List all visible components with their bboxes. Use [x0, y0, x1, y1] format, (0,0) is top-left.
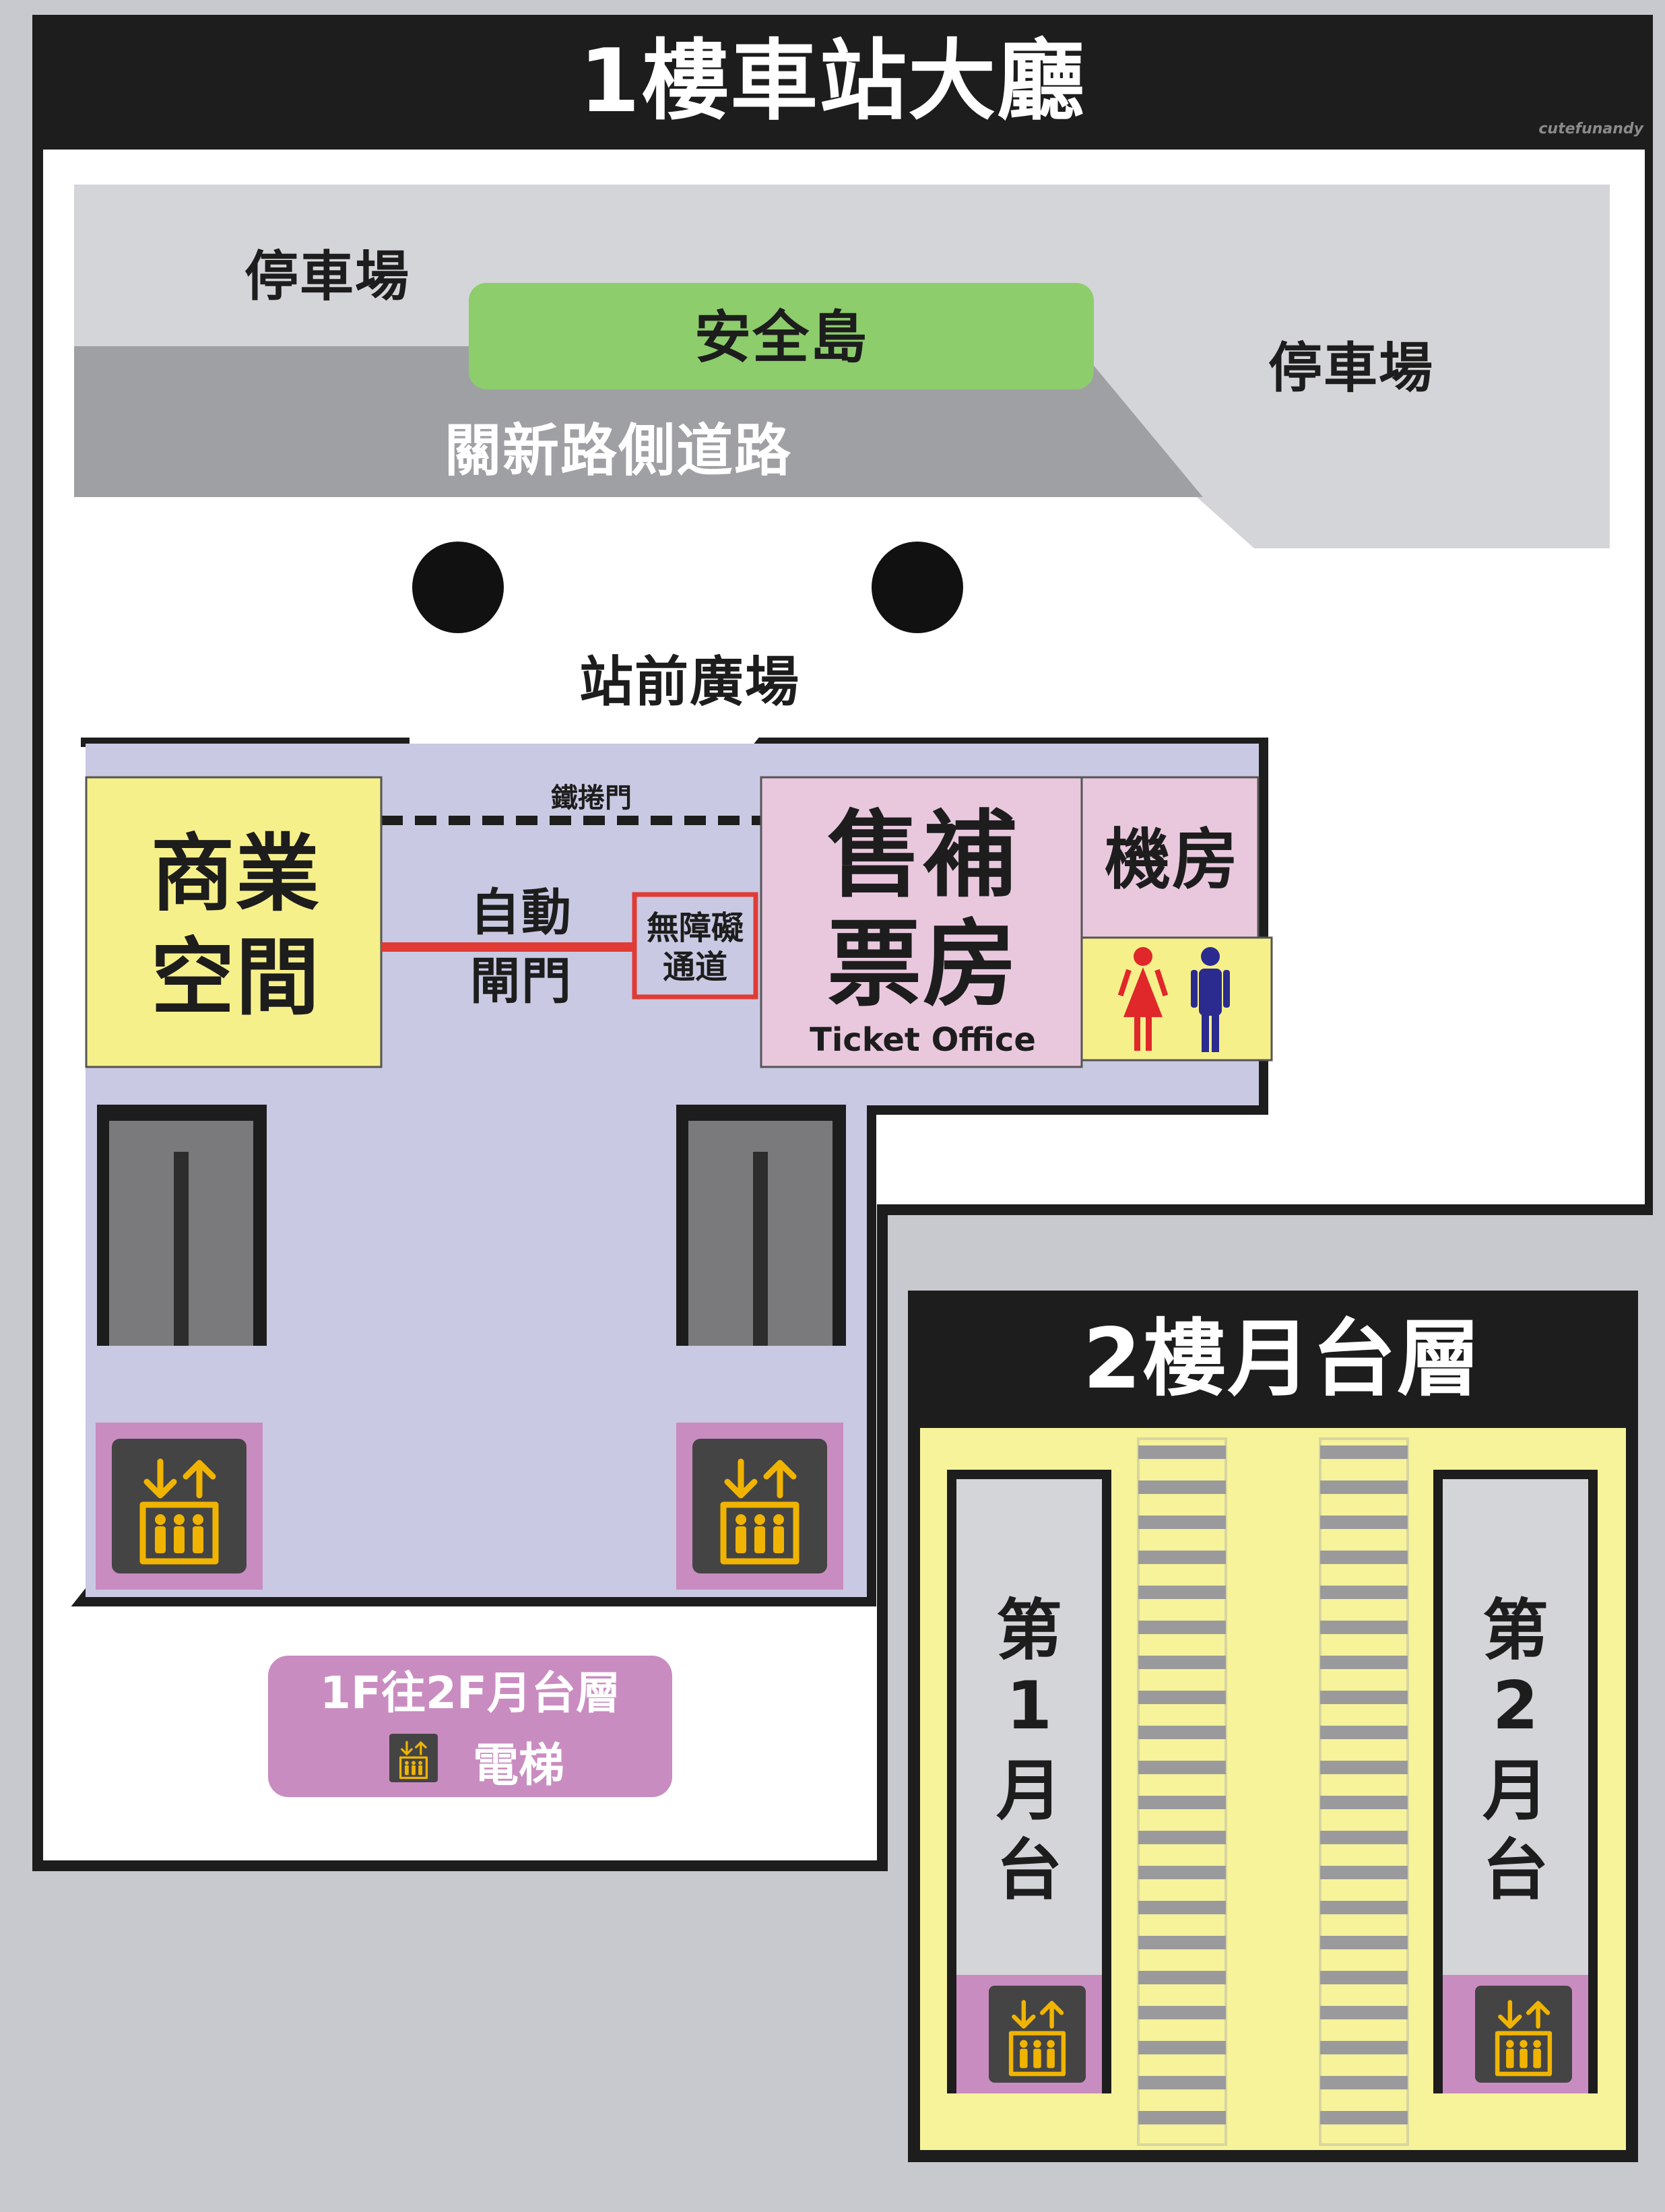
floor2-title: 2樓月台層 — [1083, 1311, 1482, 1408]
parking-left-label: 停車場 — [244, 245, 410, 308]
plaza-label: 站前廣場 — [579, 651, 800, 713]
ticket-office-en-label: Ticket Office — [810, 1021, 1036, 1059]
railway-tie — [1138, 1691, 1226, 1704]
platform1-label-4: 台 — [996, 1832, 1062, 1909]
elevator-note-line2: 電梯 — [473, 1739, 564, 1792]
platform-1: 第 1 月 台 — [947, 1470, 1111, 2093]
commercial-label-line1: 商業 — [151, 826, 321, 923]
side-road-label: 關新路側道路 — [445, 418, 792, 484]
elevator-icon — [989, 1986, 1086, 2083]
watermark: cutefunandy — [1538, 121, 1644, 137]
railway-tie — [1138, 2006, 1226, 2019]
track-1 — [1137, 1437, 1227, 2146]
platform1-label-3: 月 — [996, 1753, 1062, 1829]
plaza: 站前廣場 — [412, 542, 963, 713]
platform2-label-2: 2 — [1493, 1668, 1538, 1745]
railway-tie — [1138, 1761, 1226, 1774]
auto-gate-label-line2: 閘門 — [470, 952, 573, 1010]
platform1-label-2: 1 — [1006, 1668, 1052, 1745]
railway-tie — [1138, 1551, 1226, 1564]
pillar-icon — [412, 542, 504, 633]
elevator-note-line1: 1F往2F月台層 — [320, 1667, 620, 1719]
railway-tie — [1138, 1866, 1226, 1879]
railway-tie — [1320, 1901, 1408, 1914]
railway-tie — [1138, 1481, 1226, 1494]
male-restroom-icon — [1191, 947, 1230, 1052]
platform-2: 第 2 月 台 — [1433, 1470, 1598, 2093]
railway-tie — [1138, 1936, 1226, 1949]
elevator-icon — [388, 1732, 439, 1784]
parking-lot-right — [1078, 344, 1610, 548]
platform2-label-1: 第 — [1482, 1592, 1548, 1669]
railway-tie — [1320, 1936, 1408, 1949]
railway-tie — [1320, 2041, 1408, 2054]
elevator-left — [96, 1423, 263, 1590]
pillar-icon — [872, 542, 963, 633]
parking-road-area: 停車場 安全島 停車場 關新路側道路 — [74, 185, 1610, 548]
railway-tie — [1320, 1971, 1408, 1984]
railway-tie — [1138, 1901, 1226, 1914]
railway-tie — [1138, 1656, 1226, 1669]
track-2 — [1319, 1437, 1409, 2146]
parking-right-label: 停車場 — [1268, 337, 1434, 399]
railway-tie — [1320, 1586, 1408, 1599]
stairway-right — [676, 1105, 846, 1346]
station-hall: 鐵捲門 商業 空間 自動 閘門 無障礙 通道 售補 票房 Ticket Offi… — [71, 738, 1273, 1606]
railway-tie — [1138, 2111, 1226, 2124]
rolling-door-label: 鐵捲門 — [551, 783, 632, 814]
stairway-left — [97, 1105, 267, 1346]
railway-tie — [1138, 1726, 1226, 1739]
accessible-label-line2: 通道 — [663, 948, 727, 986]
railway-tie — [1320, 1796, 1408, 1809]
railway-tie — [1138, 2076, 1226, 2089]
floor2-section: 2樓月台層 第 1 月 台 第 2 月 台 — [908, 1291, 1638, 2162]
railway-tie — [1138, 1516, 1226, 1529]
railway-tie — [1138, 1971, 1226, 1984]
ticket-label-line1: 售補 — [827, 801, 1018, 911]
platform2-label-3: 月 — [1482, 1753, 1548, 1829]
platform1-label-1: 第 — [996, 1592, 1062, 1669]
railway-tie — [1320, 1445, 1408, 1459]
ticket-office — [760, 776, 1083, 1068]
commercial-label-line2: 空間 — [151, 930, 321, 1027]
accessible-passage — [632, 892, 758, 1000]
railway-tie — [1320, 1551, 1408, 1564]
accessible-label-line1: 無障礙 — [647, 909, 744, 947]
safety-island-label: 安全島 — [694, 304, 868, 370]
elevator-icon — [112, 1439, 247, 1573]
railway-tie — [1138, 1796, 1226, 1809]
railway-tie — [1320, 1866, 1408, 1879]
railway-tie — [1138, 2041, 1226, 2054]
elevator-right — [676, 1423, 843, 1590]
railway-tie — [1320, 1726, 1408, 1739]
railway-tie — [1138, 1621, 1226, 1634]
auto-gate-label-line1: 自動 — [470, 884, 573, 942]
elevator-icon — [1475, 1986, 1572, 2083]
railway-tie — [1320, 1481, 1408, 1494]
railway-tie — [1320, 1516, 1408, 1529]
ticket-label-line2: 票房 — [827, 910, 1018, 1020]
railway-tie — [1138, 1586, 1226, 1599]
safety-island — [469, 283, 1094, 389]
railway-tie — [1138, 1831, 1226, 1844]
railway-tie — [1320, 1656, 1408, 1669]
floor1-title: 1樓車站大廳 — [579, 30, 1086, 132]
female-restroom-icon — [1117, 947, 1169, 1051]
railway-tie — [1320, 2111, 1408, 2124]
platform2-label-4: 台 — [1482, 1832, 1548, 1909]
commercial-space — [85, 776, 383, 1068]
restroom — [1080, 936, 1273, 1062]
railway-tie — [1138, 1445, 1226, 1459]
railway-tie — [1320, 1691, 1408, 1704]
railway-tie — [1320, 1831, 1408, 1844]
machine-room-label: 機房 — [1105, 822, 1239, 899]
elevator-icon — [692, 1439, 827, 1573]
railway-tie — [1320, 2076, 1408, 2089]
railway-tie — [1320, 2006, 1408, 2019]
railway-tie — [1320, 1621, 1408, 1634]
machine-room — [1080, 776, 1260, 939]
elevator-note: 1F往2F月台層 電梯 — [268, 1656, 672, 1797]
railway-tie — [1320, 1761, 1408, 1774]
